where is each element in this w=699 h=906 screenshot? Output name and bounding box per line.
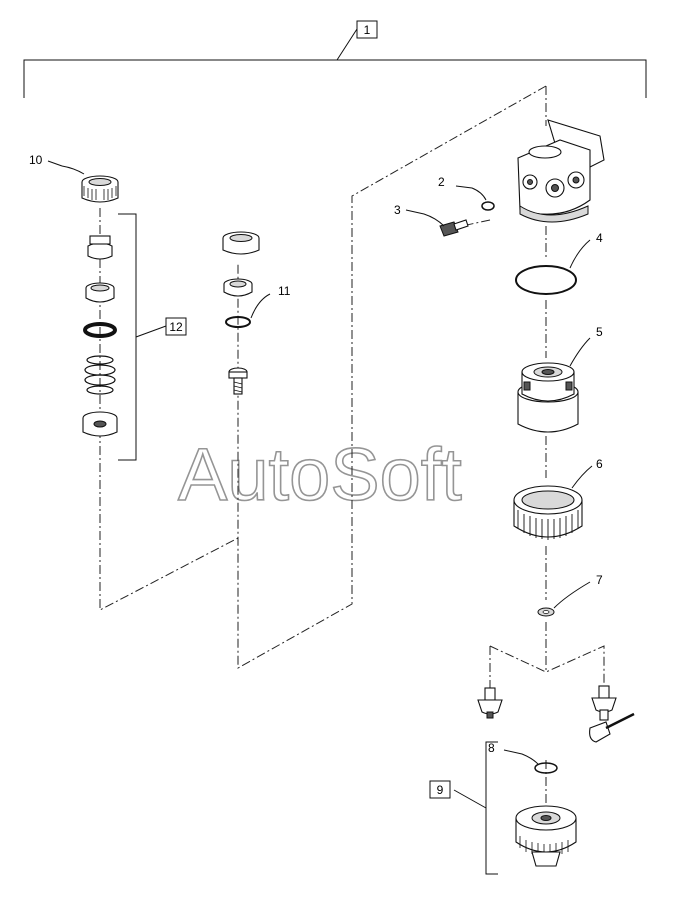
kit-12-valve-seat[interactable] [82, 411, 118, 437]
kit-12-bracket [118, 213, 137, 461]
callout-5-label: 5 [596, 325, 603, 339]
callout-4-label: 4 [596, 231, 603, 245]
filter-head[interactable] [517, 119, 605, 223]
kit-12-cup[interactable] [85, 282, 115, 303]
part-7-seal[interactable] [537, 607, 555, 617]
part-3-screw[interactable] [439, 219, 469, 237]
middle-screw[interactable] [228, 367, 248, 395]
callout-12[interactable]: 12 [165, 317, 187, 336]
kit-9-bracket [485, 741, 498, 875]
callout-8-label: 8 [488, 741, 495, 755]
part-11-o-ring[interactable] [225, 316, 251, 328]
callout-1-assembly[interactable]: 1 [23, 20, 647, 98]
assembly-bracket [23, 59, 647, 98]
callout-10-label: 10 [29, 153, 43, 167]
callout-12-label: 12 [169, 320, 183, 334]
callout-7-label: 7 [596, 573, 603, 587]
kit-12-o-ring[interactable] [83, 322, 117, 338]
callout-9-label: 9 [437, 783, 444, 797]
watermark: AutoSoft [178, 433, 462, 516]
part-6-ring-nut[interactable] [513, 485, 583, 540]
drain-valve-left[interactable] [477, 687, 503, 719]
middle-cup[interactable] [223, 278, 253, 297]
part-4-o-ring[interactable] [515, 265, 577, 295]
part-2-washer[interactable] [481, 201, 495, 211]
part-5-filter-element[interactable] [517, 362, 579, 433]
callout-6-label: 6 [596, 457, 603, 471]
kit-12-spring[interactable] [84, 355, 116, 395]
water-separator-bowl[interactable] [515, 805, 577, 867]
drain-valve-right-with-sensor[interactable] [589, 685, 635, 743]
kit-12-piston[interactable] [87, 235, 113, 260]
part-8-o-ring[interactable] [534, 762, 558, 774]
callout-11-label: 11 [278, 284, 291, 298]
middle-nut[interactable] [222, 231, 260, 255]
part-10-nut[interactable] [81, 175, 119, 203]
callout-2-label: 2 [438, 175, 445, 189]
callout-9[interactable]: 9 [429, 780, 451, 799]
callout-3-label: 3 [394, 203, 401, 217]
callout-1-label: 1 [364, 23, 371, 37]
